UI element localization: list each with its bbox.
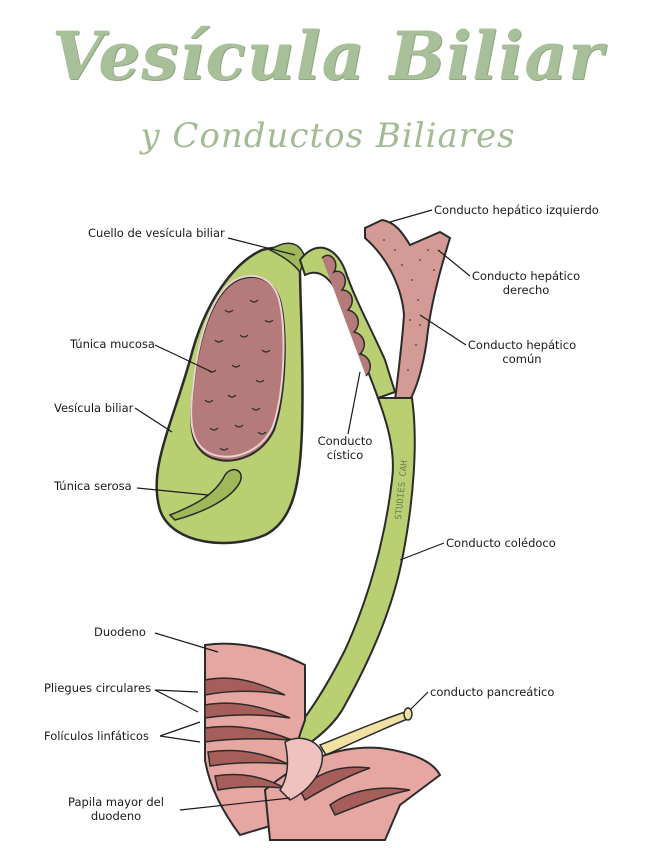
leader-lines [134, 209, 471, 811]
label-hep-der-line1: Conducto hepático [471, 269, 581, 283]
label-tunica-mucosa: Túnica mucosa [70, 337, 155, 351]
label-cuello: Cuello de vesícula biliar [88, 226, 225, 240]
page-subtitle: y Conductos Biliares [140, 116, 516, 156]
label-hep-com-line2: común [502, 352, 542, 366]
label-vesicula: Vesícula biliar [54, 401, 134, 415]
hepatic-ducts [364, 218, 452, 401]
label-coledoco: Conducto colédoco [446, 536, 556, 550]
label-papila-line1: Papila mayor del [68, 795, 164, 809]
cystic-spiral [321, 254, 371, 377]
label-pliegues: Pliegues circulares [44, 681, 152, 695]
label-hepatico-derecho: Conducto hepático derecho [464, 269, 588, 297]
label-pancreatico: conducto pancreático [430, 685, 555, 699]
label-hepatico-izquierdo: Conducto hepático izquierdo [434, 203, 599, 217]
label-papila-line2: duodeno [90, 809, 142, 823]
label-hepatico-comun: Conducto hepático común [460, 338, 584, 366]
label-duodeno: Duodeno [94, 625, 146, 639]
label-foliculos: Folículos linfáticos [44, 729, 149, 743]
label-tunica-serosa: Túnica serosa [54, 479, 132, 493]
tunica-serosa-shape [168, 468, 242, 521]
label-cistico-line1: Conducto [317, 434, 373, 448]
label-cistico-line2: cístico [326, 448, 364, 462]
major-duodenal-papilla [279, 737, 324, 801]
label-hep-com-line1: Conducto hepático [467, 338, 577, 352]
page-title: Vesícula Biliar [52, 17, 604, 95]
label-hep-der-line2: derecho [502, 283, 550, 297]
label-conducto-cistico: Conducto cístico [310, 434, 380, 462]
label-papila: Papila mayor del duodeno [58, 795, 174, 823]
hepatic-dots [383, 239, 435, 371]
